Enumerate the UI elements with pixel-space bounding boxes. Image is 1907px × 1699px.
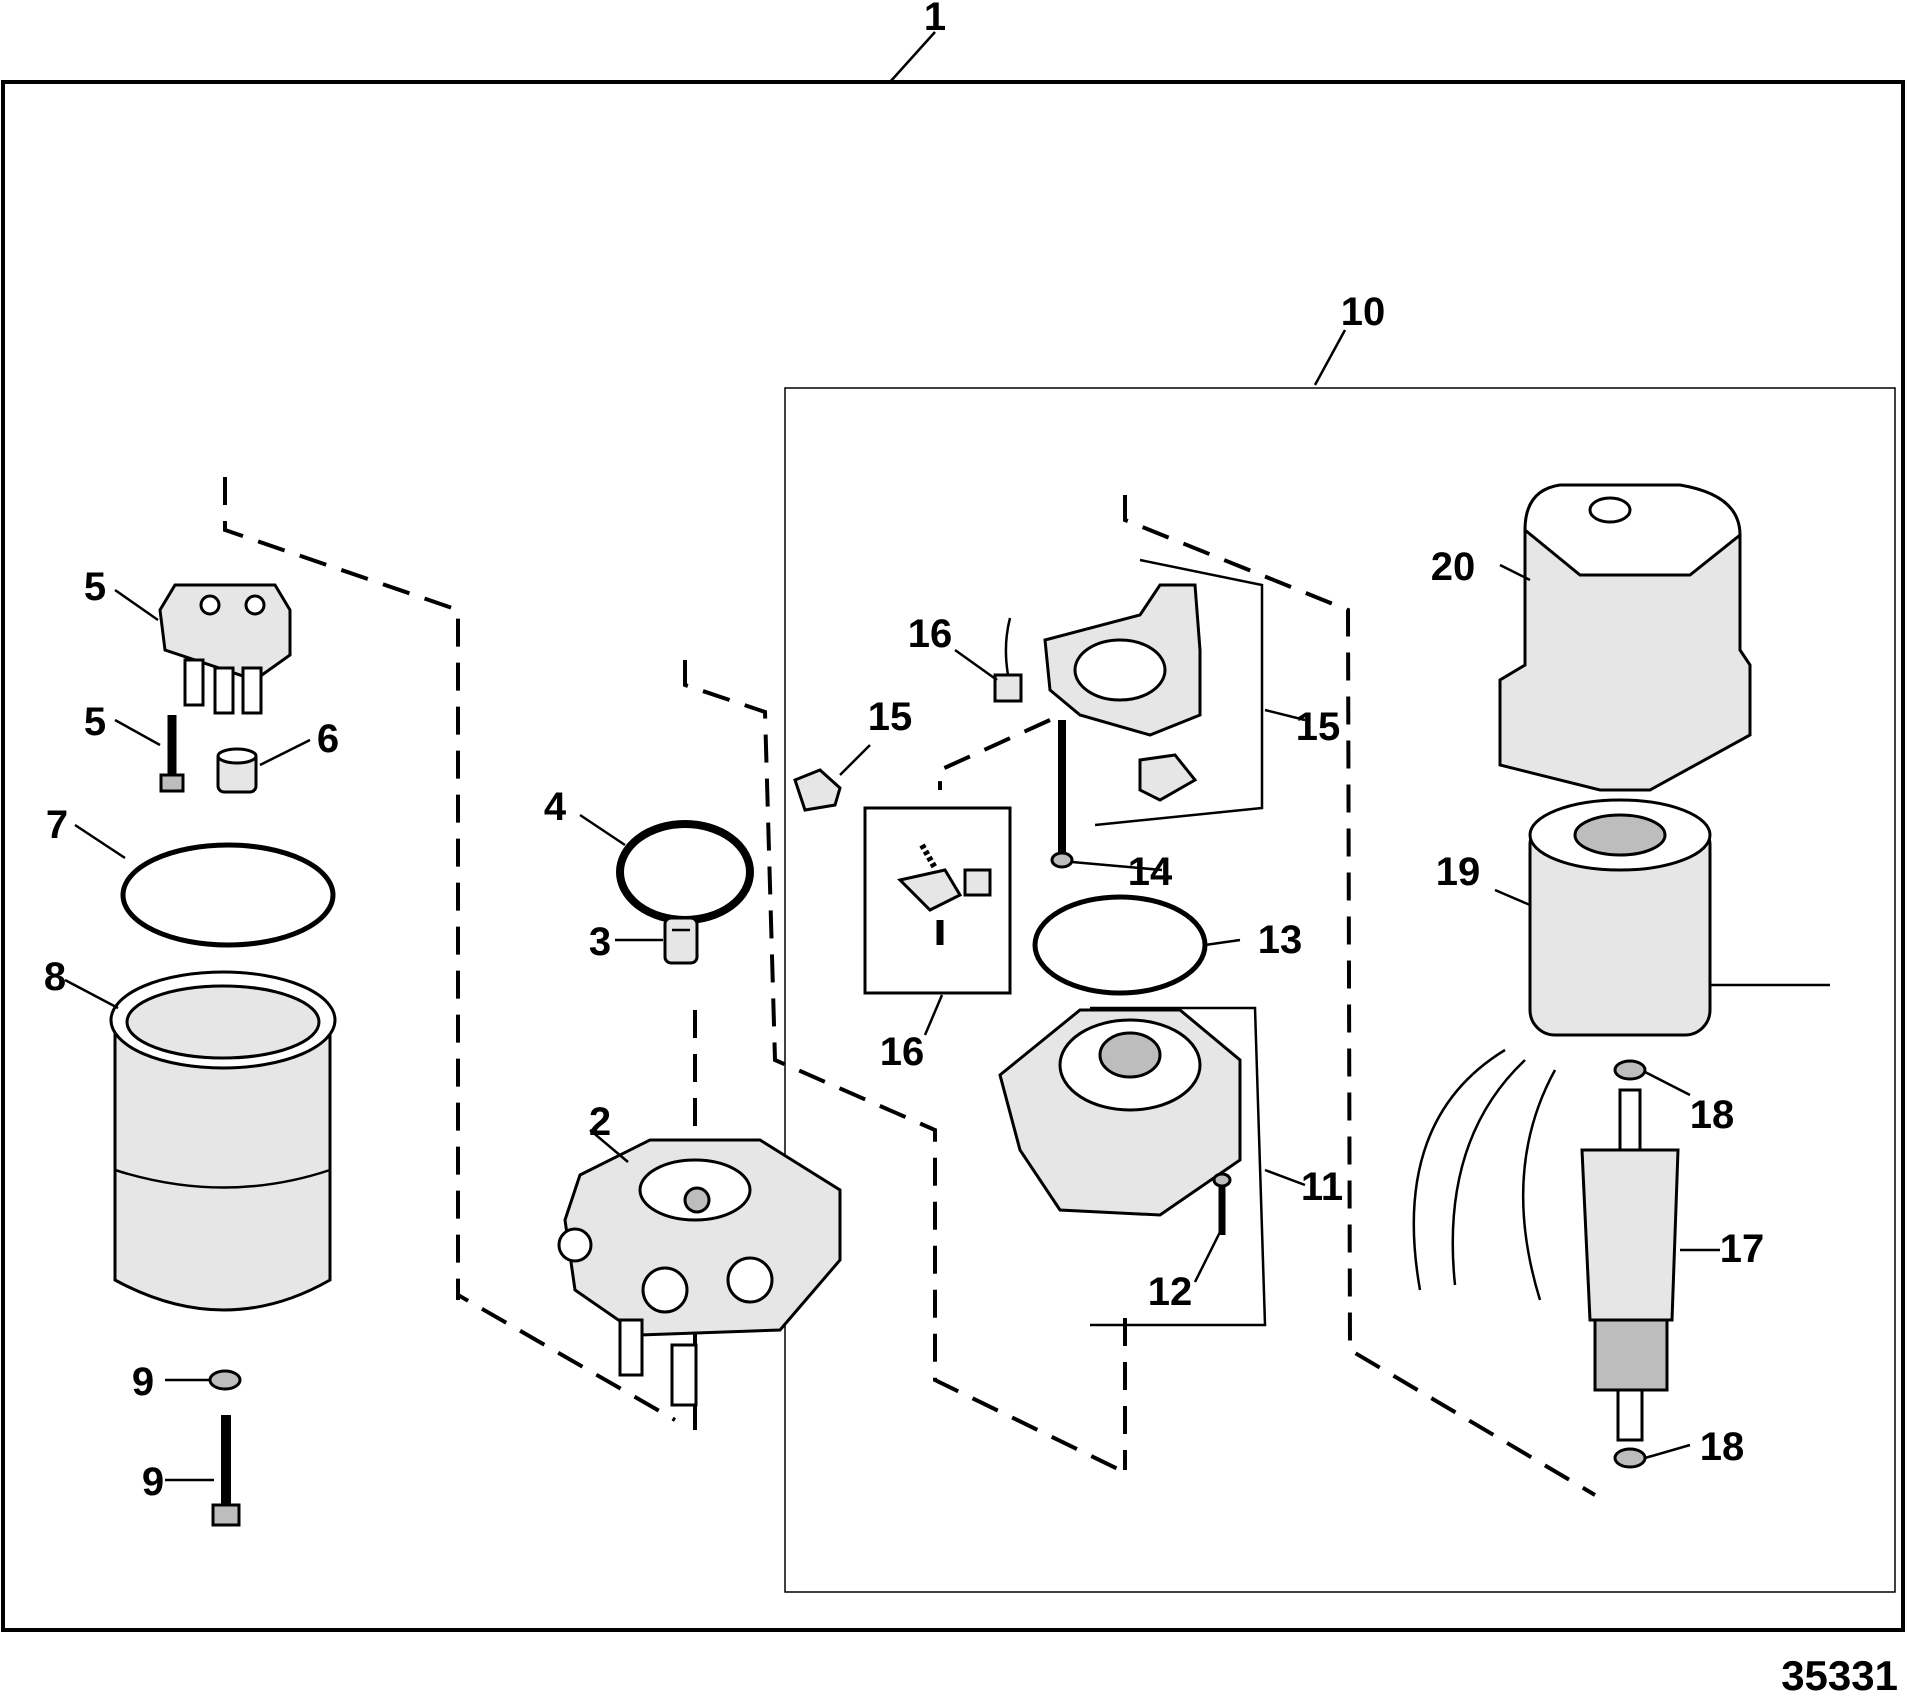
callout-5-valve: 5 [84,565,106,609]
part-15-brush-plate [1043,583,1202,802]
callout-15-clip: 15 [868,695,913,739]
dash-path-pump [683,660,1121,1472]
callout-1: 1 [924,0,946,39]
callout-2: 2 [589,1100,611,1144]
callout-10: 10 [1341,290,1386,334]
brush-detail-box [863,806,1012,995]
callout-8: 8 [44,955,66,999]
leader-lines [64,563,1720,1482]
callout-12: 12 [1148,1270,1193,1314]
dash-path-motor [1123,495,1597,1497]
callout-20: 20 [1431,545,1476,589]
part-18-washer-upper [1613,1059,1647,1081]
callout-4: 4 [544,785,567,829]
part-16-brush [993,617,1023,703]
part-4-o-ring [616,820,754,924]
callout-16-upper: 16 [908,612,953,656]
part-5-screw [159,715,185,793]
part-5-valve-block [158,583,292,715]
dash-path-reservoir [223,477,676,1422]
callout-14: 14 [1128,850,1173,894]
callout-18-lower: 18 [1700,1425,1745,1469]
part-8-reservoir [109,970,337,1312]
motor-subassembly-frame [784,387,1896,1593]
part-15-clip [793,768,842,812]
callout-16-lower: 16 [880,1030,925,1074]
part-20-motor-cover [1498,483,1752,792]
figure-number: 35331 [1781,1652,1898,1699]
leader-1 [889,31,936,83]
leader-10 [1313,329,1347,386]
callout-15-plate: 15 [1296,705,1341,749]
bracket-11 [1090,1006,1267,1327]
part-9-screw [211,1415,241,1527]
callout-3: 3 [589,920,611,964]
callout-9-screw: 9 [142,1460,164,1504]
assembly-frame [1,80,1905,1632]
part-3-coupler [663,916,699,965]
dash-path-brush [938,718,1051,790]
callout-6: 6 [317,717,339,761]
part-17-armature [1580,1088,1680,1442]
bracket-15 [1094,558,1264,827]
part-11-end-cap [998,1008,1242,1217]
callout-19: 19 [1436,850,1481,894]
callout-7: 7 [46,803,68,847]
part-7-o-ring [120,842,336,948]
part-19-field-frame [1412,798,1830,1301]
callout-11: 11 [1301,1165,1343,1209]
part-9-washer [208,1369,242,1391]
part-2-pump-body [557,1138,842,1407]
callout-17: 17 [1720,1227,1765,1271]
part-16-brush-detail [897,843,992,945]
part-18-washer-lower [1613,1447,1647,1469]
callout-5-screw: 5 [84,700,106,744]
callout-9-washer: 9 [132,1360,154,1404]
callout-13: 13 [1258,918,1303,962]
callout-18-upper: 18 [1690,1093,1735,1137]
part-14-thru-bolt [1050,720,1074,869]
part-12-screw [1212,1172,1232,1235]
part-6-nut [216,747,258,794]
part-13-o-ring [1032,894,1208,996]
